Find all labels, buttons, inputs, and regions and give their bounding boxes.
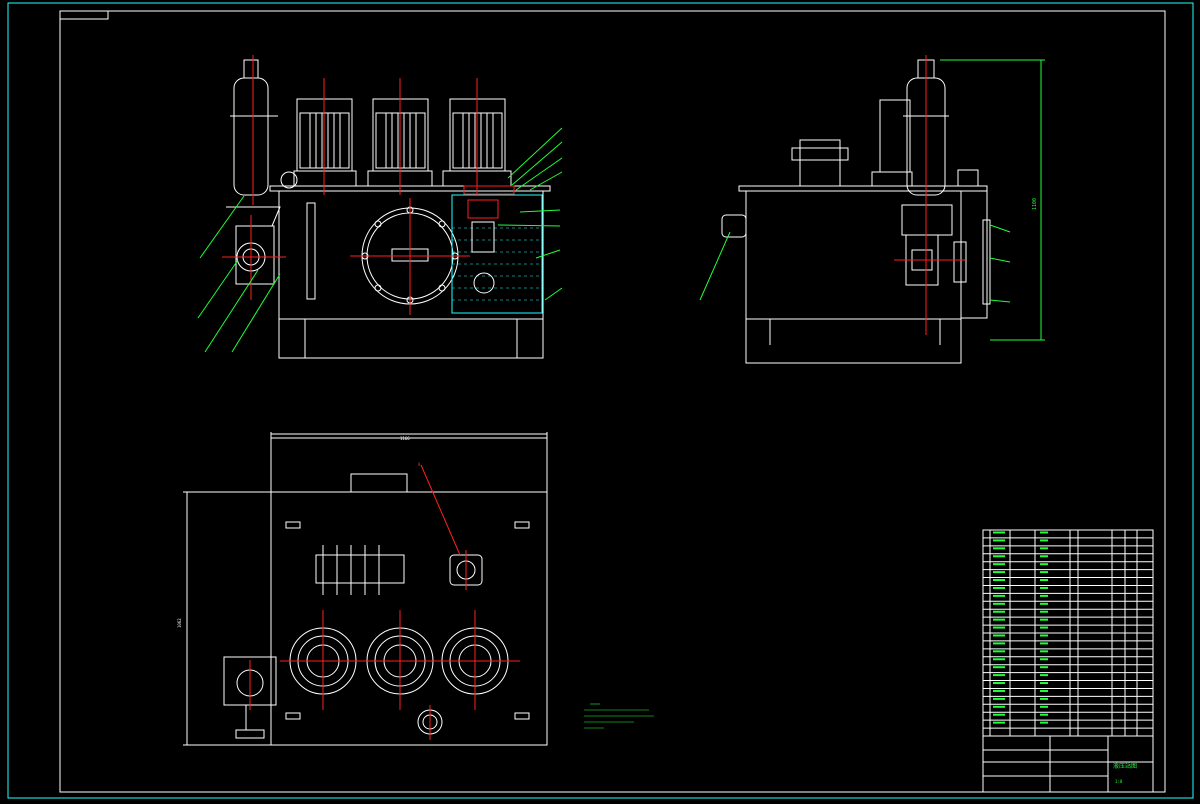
- side-view: 1100: [699, 55, 1045, 364]
- top-callout: 8: [418, 462, 421, 467]
- drawing-title: 液压站图: [1113, 762, 1137, 770]
- side-height-dimension: 1100: [1032, 198, 1038, 210]
- front-view: [197, 55, 563, 359]
- top-depth-dimension: 1062: [177, 618, 182, 628]
- technical-notes: [584, 703, 654, 729]
- inner-frame: [59, 10, 1166, 793]
- parts-list: [982, 529, 1154, 737]
- motor-1: [280, 98, 357, 189]
- drawing-scale: 1:8: [1115, 779, 1123, 784]
- title-block: 液压站图 1:8: [982, 735, 1154, 793]
- outer-frame: [7, 2, 1194, 799]
- corner-tag: [59, 10, 109, 20]
- top-width-dimension: 1166: [400, 436, 410, 441]
- top-view: 1166 1062 8: [177, 432, 548, 746]
